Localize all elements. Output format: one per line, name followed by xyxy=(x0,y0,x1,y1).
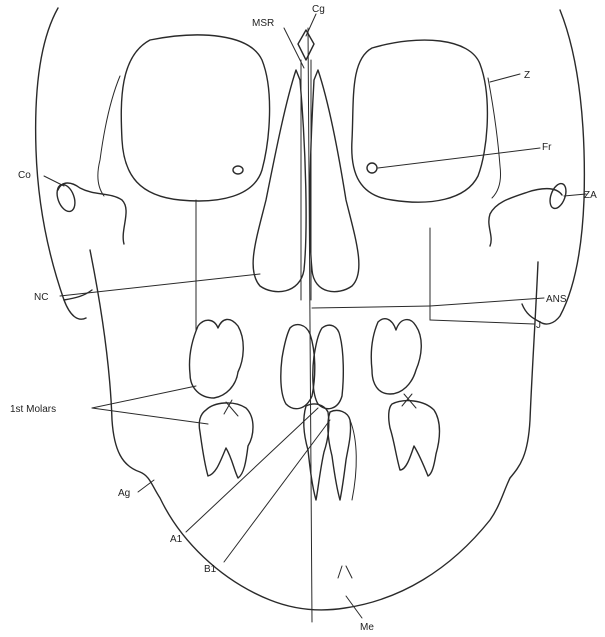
leader-co xyxy=(44,176,64,186)
right-upper-first-molar xyxy=(371,319,421,394)
label-ag: Ag xyxy=(118,488,130,499)
right-foramen-fr xyxy=(367,163,377,173)
leader-cg xyxy=(306,14,316,36)
label-co: Co xyxy=(18,170,31,181)
leader-ag xyxy=(138,480,154,492)
label-nc: NC xyxy=(34,292,48,303)
label-z: Z xyxy=(524,70,530,81)
lower-right-incisor xyxy=(328,410,351,500)
mandible-outline xyxy=(90,250,538,610)
label-msr: MSR xyxy=(252,18,274,29)
upper-right-central-incisor xyxy=(313,325,344,408)
label-fr: Fr xyxy=(542,142,552,153)
label-me: Me xyxy=(360,622,374,633)
left-lateral-orbital-rim xyxy=(98,76,120,196)
labels: MSR Cg Z Co Fr ZA NC ANS J 1st Molars Ag… xyxy=(10,4,597,633)
left-condyle-co xyxy=(54,182,79,214)
label-first-molars: 1st Molars xyxy=(10,404,56,415)
label-a1: A1 xyxy=(170,534,183,545)
ans-reference-line xyxy=(312,306,430,308)
left-lower-first-molar xyxy=(199,403,253,478)
left-molar-mark xyxy=(224,400,238,416)
leader-nc xyxy=(60,274,260,296)
right-orbit xyxy=(352,40,488,202)
leader-first-molars-a xyxy=(92,386,196,408)
right-nasal-cavity xyxy=(310,70,359,292)
menton-mark xyxy=(338,566,352,578)
left-cranial-contour xyxy=(36,8,86,319)
left-zygomatic-arch xyxy=(58,183,126,244)
right-cranial-contour xyxy=(540,10,584,324)
leader-z xyxy=(490,74,520,82)
leader-j xyxy=(430,320,534,324)
leader-fr xyxy=(378,148,540,168)
right-lower-first-molar xyxy=(389,401,440,476)
right-lateral-orbital-rim xyxy=(488,78,501,198)
left-foramen xyxy=(233,166,243,174)
nasal-cavity xyxy=(253,30,359,300)
dentition xyxy=(189,319,439,500)
label-za: ZA xyxy=(584,190,597,201)
left-upper-first-molar xyxy=(189,319,243,398)
orbits xyxy=(98,35,501,202)
crista-galli xyxy=(298,30,314,60)
leader-za xyxy=(564,194,586,196)
leader-first-molars-b xyxy=(92,408,208,424)
label-cg: Cg xyxy=(312,4,325,15)
left-nasal-cavity xyxy=(253,70,306,292)
leader-lines xyxy=(44,14,586,618)
label-j: J xyxy=(536,320,541,331)
left-orbit xyxy=(121,35,269,201)
leader-ans xyxy=(430,298,544,306)
leader-msr xyxy=(284,28,304,68)
label-b1: B1 xyxy=(204,564,217,575)
label-ans: ANS xyxy=(546,294,567,305)
